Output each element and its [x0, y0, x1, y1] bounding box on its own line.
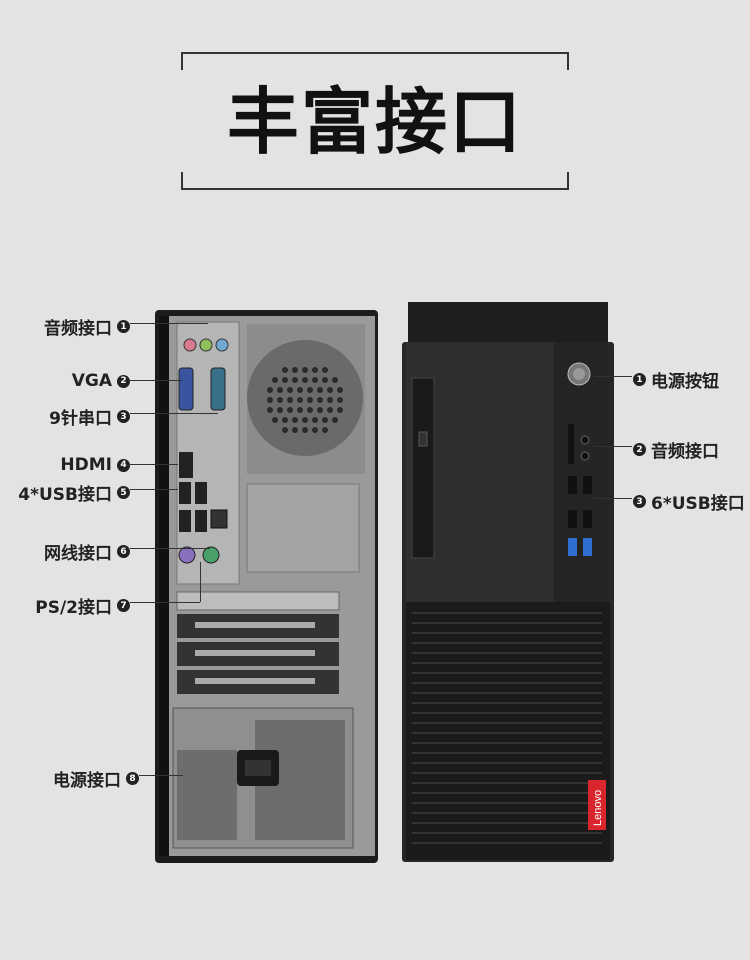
leader-line [594, 498, 632, 499]
leader-line [130, 548, 210, 549]
leader-line [130, 489, 178, 490]
front-usb-port [583, 510, 592, 528]
front-usb-port [568, 510, 577, 528]
brand-text: Lenovo [592, 790, 604, 826]
usb-port [195, 482, 207, 504]
front-usb-port [568, 476, 577, 494]
serial-port [210, 367, 226, 411]
usb-port [195, 510, 207, 532]
callout-number: 5 [117, 486, 130, 499]
callout-number: 1 [117, 320, 130, 333]
front-usb-port [583, 538, 592, 556]
callout-audio-back: 音频接口 1 [44, 314, 130, 339]
callout-label: 音频接口 [651, 442, 719, 462]
leader-line [139, 775, 183, 776]
leader-line [594, 446, 632, 447]
audio-jack-blue [215, 338, 229, 352]
ps2-port-green [202, 546, 220, 564]
callout-label: HDMI [60, 455, 112, 475]
leader-line [130, 380, 182, 381]
audio-jack-pink [183, 338, 197, 352]
callout-number: 8 [126, 772, 139, 785]
callout-usb-back: 4*USB接口 5 [18, 480, 130, 505]
hdmi-port [179, 452, 193, 478]
callout-number: 3 [633, 495, 646, 508]
callout-usb-front: 3 6*USB接口 [633, 489, 745, 514]
leader-line [130, 413, 218, 414]
callout-audio-front: 2 音频接口 [633, 437, 719, 462]
pc-back-image [155, 310, 378, 863]
front-usb-port [568, 538, 577, 556]
callout-label: PS/2接口 [35, 598, 112, 618]
pc-front-image: Lenovo [402, 302, 614, 862]
callout-serial: 9针串口 3 [49, 404, 130, 429]
frame-top-bracket [181, 52, 569, 70]
front-mesh [406, 602, 610, 860]
callout-number: 7 [117, 599, 130, 612]
callout-number: 1 [633, 373, 646, 386]
callout-number: 2 [117, 374, 130, 388]
optical-drive [411, 377, 435, 559]
callout-label: 网线接口 [44, 544, 112, 564]
leader-line [130, 464, 178, 465]
usb-port [179, 482, 191, 504]
callout-label: 4*USB接口 [18, 485, 112, 505]
leader-line [594, 376, 632, 377]
leader-line [200, 562, 201, 602]
callout-power-socket: 电源接口 8 [53, 766, 139, 791]
callout-number: 2 [633, 443, 646, 456]
callout-label: VGA [71, 371, 112, 391]
callout-power-button: 1 电源按钮 [633, 367, 719, 392]
callout-label: 音频接口 [44, 319, 112, 339]
callout-hdmi: HDMI 4 [60, 455, 130, 475]
vga-port [178, 367, 194, 411]
leader-line [130, 323, 208, 324]
audio-jack-green [199, 338, 213, 352]
callout-vga: VGA 2 [72, 371, 130, 391]
front-usb-port [583, 476, 592, 494]
fan-grill [247, 340, 363, 456]
lenovo-logo [588, 780, 606, 830]
callout-label: 电源按钮 [651, 372, 719, 392]
callout-ps2: PS/2接口 7 [35, 593, 130, 618]
usb-port [179, 510, 191, 532]
callout-label: 6*USB接口 [651, 494, 745, 514]
callout-number: 6 [117, 545, 130, 558]
title-frame: 丰富接口 [181, 52, 569, 190]
callout-lan: 网线接口 6 [44, 539, 130, 564]
lan-port [210, 509, 228, 529]
ps2-port-purple [178, 546, 196, 564]
callout-label: 9针串口 [49, 409, 112, 429]
frame-bottom-bracket [181, 172, 569, 190]
callout-number: 3 [117, 410, 130, 423]
leader-line [130, 602, 200, 603]
callout-number: 4 [117, 458, 130, 472]
callout-label: 电源接口 [53, 771, 121, 791]
page-title: 丰富接口 [226, 80, 523, 164]
